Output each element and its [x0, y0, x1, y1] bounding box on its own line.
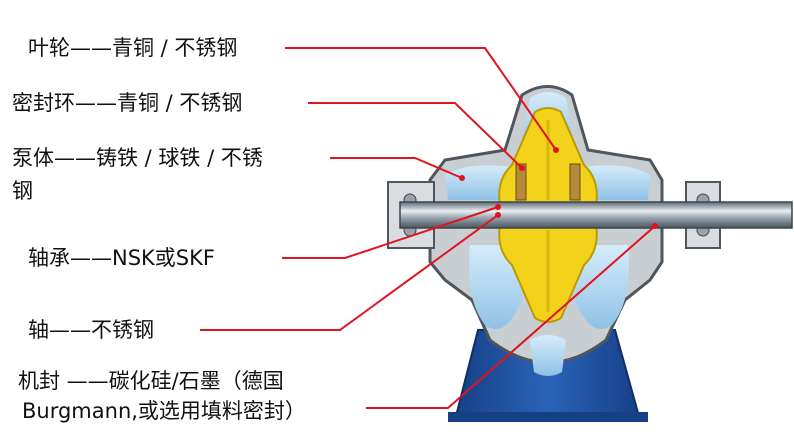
leader-bearing [282, 206, 499, 259]
leader-casing [330, 157, 463, 179]
label-impeller: 叶轮——青铜 / 不锈钢 [28, 36, 238, 60]
leader-seal-ring [308, 102, 523, 169]
leader-dot [652, 223, 658, 229]
label-mech-seal-line1: 机封 ——碳化硅/石墨（德国 [18, 369, 284, 393]
leader-dot [495, 212, 501, 218]
leader-dot [459, 175, 465, 181]
label-shaft: 轴——不锈钢 [28, 318, 154, 342]
label-casing-line2: 钢 [12, 179, 33, 203]
base-foot [448, 412, 648, 422]
left-lower-chamber [469, 245, 522, 330]
label-seal-ring: 密封环——青铜 / 不锈钢 [12, 91, 243, 115]
seal-ring-left [515, 163, 527, 201]
pump-shaft [399, 201, 793, 229]
leader-impeller [285, 47, 557, 151]
leader-shaft [200, 214, 499, 331]
leader-mech-seal [366, 225, 656, 409]
leader-dot [519, 165, 525, 171]
label-bearing: 轴承——NSK或SKF [28, 246, 215, 270]
discharge-throat [530, 335, 566, 376]
leader-dot [553, 147, 559, 153]
label-mech-seal-line2: Burgmann,或选用填料密封） [22, 399, 306, 423]
label-casing-line1: 泵体——铸铁 / 球铁 / 不锈 [12, 146, 263, 170]
leader-endpoints [459, 147, 658, 229]
seal-ring-right [569, 163, 581, 201]
right-lower-chamber [574, 245, 629, 330]
leader-dot [495, 204, 501, 210]
leader-lines [200, 47, 656, 409]
